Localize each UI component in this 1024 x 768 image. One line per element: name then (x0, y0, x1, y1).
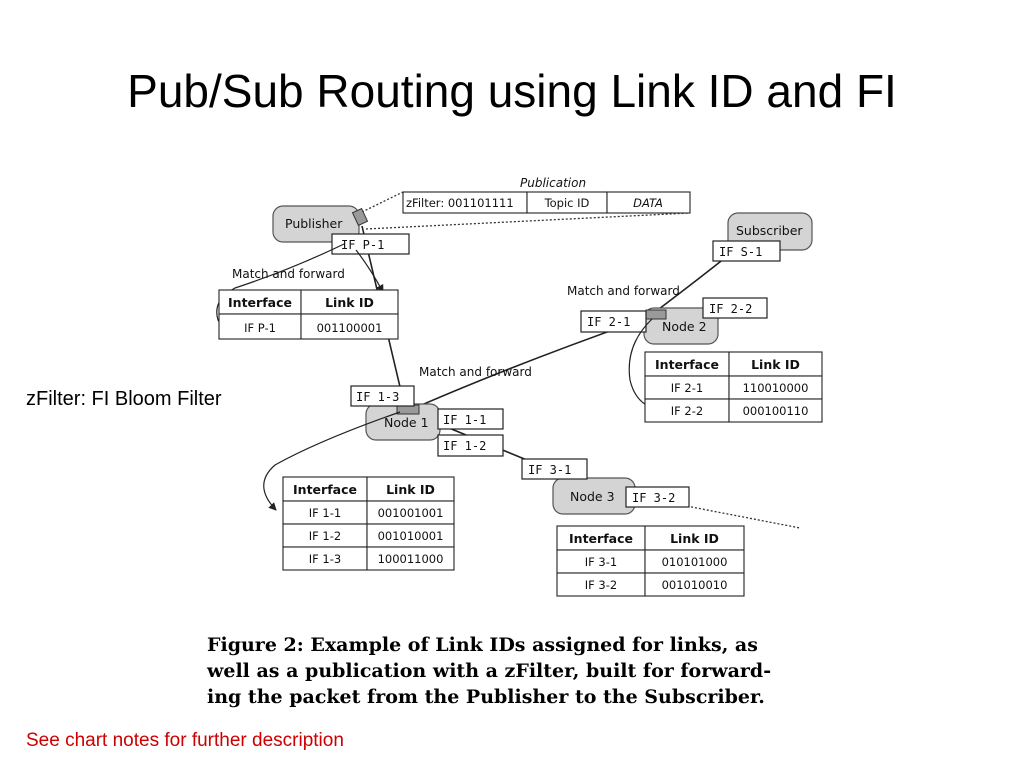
table-cell-link-id: 001010010 (662, 578, 728, 592)
table-cell-interface: IF 2-2 (671, 404, 703, 418)
match-forward-publisher: Match and forward (232, 267, 345, 281)
chart-notes-link: See chart notes for further description (26, 730, 344, 751)
packet-zfilter: zFilter: 001101111 (406, 196, 514, 210)
table-cell-link-id: 001010001 (378, 529, 444, 543)
packet-callout-line-bottom (365, 212, 691, 230)
link-id-table-node3: Interface Link ID IF 3-1 010101000 IF 3-2 001… (556, 525, 745, 597)
table-cell-interface: IF 1-1 (309, 506, 341, 520)
svg-text:IF S-1: IF S-1 (719, 245, 762, 259)
if-21-box: IF 2-1 (580, 310, 647, 333)
link-id-table-publisher: Interface Link ID IF P-1 001100001 (218, 289, 399, 340)
if-p1-box: IF P-1 (331, 233, 410, 255)
packet-data: DATA (633, 196, 663, 210)
publication-packet: zFilter: 001101111 Topic ID DATA (402, 191, 691, 214)
link-node3-out (639, 496, 801, 529)
table-cell-link-id: 110010000 (743, 381, 809, 395)
table-cell-link-id: 010101000 (662, 555, 728, 569)
table-cell-interface: IF 1-3 (309, 552, 341, 566)
if-13-box: IF 1-3 (350, 385, 415, 407)
table-header-interface: Interface (569, 531, 633, 546)
figure-caption: Figure 2: Example of Link IDs assigned f… (207, 632, 847, 710)
svg-text:IF 3-2: IF 3-2 (632, 491, 675, 505)
lookup-arrow-node1 (263, 411, 401, 511)
svg-text:IF 1-3: IF 1-3 (356, 390, 399, 404)
table-cell-link-id: 001100001 (317, 321, 383, 335)
table-cell-link-id: 000100110 (743, 404, 809, 418)
table-cell-interface: IF P-1 (244, 321, 276, 335)
svg-text:IF 1-2: IF 1-2 (443, 439, 486, 453)
caption-line-3: ing the packet from the Publisher to the… (207, 686, 765, 708)
table-cell-link-id: 001001001 (378, 506, 444, 520)
routing-diagram: Publication zFilter: 001101111 Topic ID … (216, 176, 823, 597)
slide-title: Pub/Sub Routing using Link ID and FI (127, 65, 897, 117)
publisher-label: Publisher (285, 216, 343, 231)
if-11-box: IF 1-1 (437, 408, 504, 430)
caption-line-1: Figure 2: Example of Link IDs assigned f… (207, 634, 758, 656)
table-cell-interface: IF 2-1 (671, 381, 703, 395)
forward-arrow-publisher (355, 249, 384, 293)
table-header-interface: Interface (228, 295, 292, 310)
svg-text:IF P-1: IF P-1 (341, 238, 384, 252)
table-header-link-id: Link ID (325, 295, 374, 310)
table-header-interface: Interface (293, 482, 357, 497)
link-id-table-node2: Interface Link ID IF 2-1 110010000 IF 2-2 000… (644, 351, 823, 423)
table-header-link-id: Link ID (751, 357, 800, 372)
match-forward-node2: Match and forward (567, 284, 680, 298)
publisher-node: Publisher (272, 205, 360, 243)
table-cell-interface: IF 1-2 (309, 529, 341, 543)
node3: Node 3 (552, 477, 636, 515)
table-cell-link-id: 100011000 (378, 552, 444, 566)
table-header-link-id: Link ID (670, 531, 719, 546)
zfilter-side-label: zFilter: FI Bloom Filter (26, 388, 222, 410)
publication-label: Publication (520, 176, 586, 190)
node1-label: Node 1 (384, 415, 429, 430)
if-12-box: IF 1-2 (437, 434, 504, 457)
if-31-box: IF 3-1 (521, 458, 588, 480)
node2-port (645, 309, 667, 320)
table-cell-interface: IF 3-2 (585, 578, 617, 592)
svg-text:IF 3-1: IF 3-1 (528, 463, 571, 477)
svg-text:IF 2-2: IF 2-2 (709, 302, 752, 316)
node1: Node 1 (365, 403, 441, 441)
if-22-box: IF 2-2 (702, 297, 768, 319)
link-id-table-node1: Interface Link ID IF 1-1 001001001 IF 1-2 001… (282, 476, 455, 571)
if-s1-box: IF S-1 (712, 240, 781, 262)
node3-label: Node 3 (570, 489, 615, 504)
table-header-link-id: Link ID (386, 482, 435, 497)
svg-text:IF 2-1: IF 2-1 (587, 315, 630, 329)
caption-line-2: well as a publication with a zFilter, bu… (207, 660, 772, 682)
if-32-box: IF 3-2 (625, 486, 690, 508)
match-forward-node1: Match and forward (419, 365, 532, 379)
subscriber-label: Subscriber (736, 223, 803, 238)
table-header-interface: Interface (655, 357, 719, 372)
node2-label: Node 2 (662, 319, 707, 334)
table-cell-interface: IF 3-1 (585, 555, 617, 569)
packet-callout-line-top (361, 191, 404, 213)
svg-text:IF 1-1: IF 1-1 (443, 413, 486, 427)
packet-topic-id: Topic ID (544, 196, 590, 210)
publisher-port (351, 207, 369, 227)
